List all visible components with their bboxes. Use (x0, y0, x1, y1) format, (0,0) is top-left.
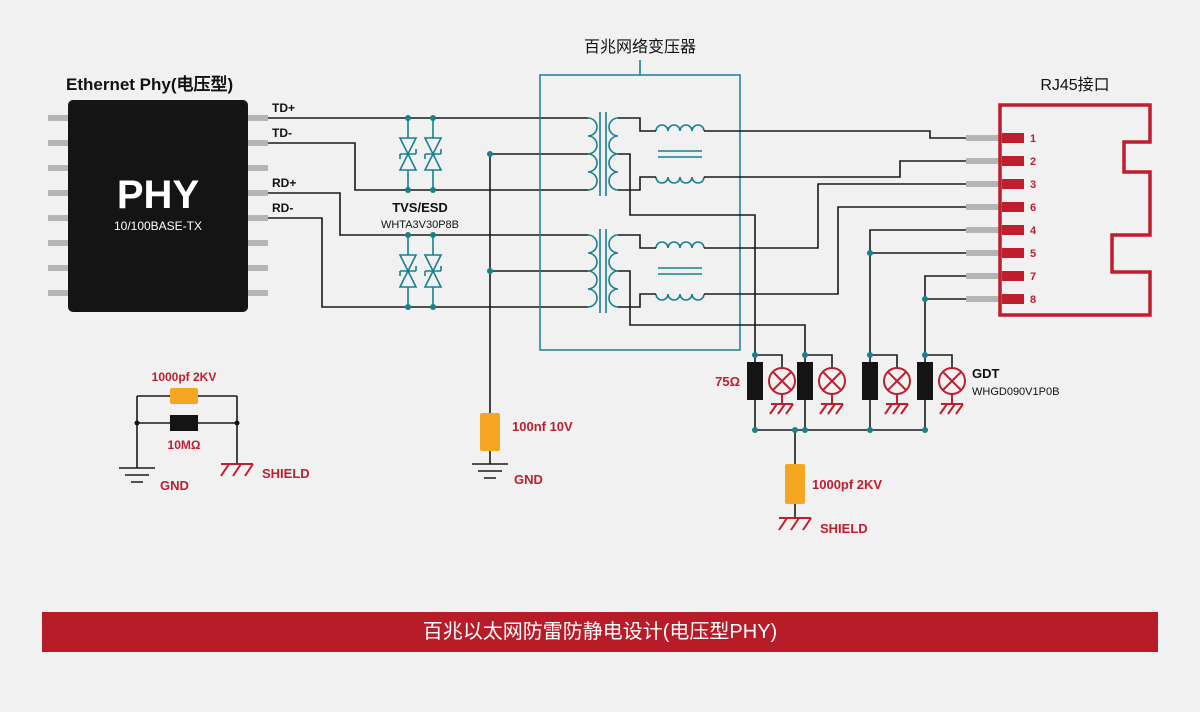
phy-chip-body (68, 100, 248, 312)
rj45-pin-number: 8 (1030, 294, 1036, 306)
junction-dots (405, 115, 928, 433)
phy-left-pins (48, 115, 68, 296)
rj45-body-outline (998, 103, 1152, 317)
gdt-symbol (883, 367, 911, 415)
signal-label-rdp: RD+ (272, 176, 296, 190)
gnd-symbol-center (472, 463, 508, 479)
capacitor-1000pf-left (170, 388, 198, 404)
resistor-75ohm (917, 362, 933, 400)
tvs-part-number: WHTA3V30P8B (381, 219, 459, 231)
title-banner: 百兆以太网防雷防静电设计(电压型PHY) (42, 612, 1158, 652)
tvs-diode-pair-rd (398, 235, 443, 307)
gnd-symbol-left (119, 467, 155, 483)
shield-symbol-right (778, 517, 812, 531)
rj45-pin-number: 3 (1030, 179, 1036, 191)
shield-label-left: SHIELD (262, 466, 310, 481)
gdt-tubes (768, 367, 966, 415)
primary-wires (268, 117, 588, 413)
gdt-symbol (768, 367, 796, 415)
gdt-part-number: WHGD090V1P0B (972, 386, 1059, 398)
transformer-label: 百兆网络变压器 (584, 37, 696, 56)
rj45-pin-number: 6 (1030, 202, 1036, 214)
tvs-diode-pair-td (398, 118, 443, 190)
tvs-label: TVS/ESD (392, 200, 448, 215)
network-transformer: 百兆网络变压器 (539, 37, 741, 351)
signal-label-tdm: TD- (272, 126, 292, 140)
secondary-wires (618, 117, 968, 355)
shield-symbol-left (220, 463, 254, 477)
rj45-pin-number: 1 (1030, 133, 1036, 145)
capacitor-100nf-label: 100nf 10V (512, 419, 573, 434)
resistor-10mohm-label: 10MΩ (168, 438, 201, 452)
transformer-rx-unit (587, 229, 705, 313)
banner-background (42, 612, 1158, 652)
capacitor-1000pf-right (785, 464, 805, 504)
gdt-label: GDT (972, 366, 1000, 381)
resistor-75ohm (747, 362, 763, 400)
resistor-10mohm (170, 415, 198, 431)
capacitor-1000pf-left-label: 1000pf 2KV (152, 370, 217, 384)
rj45-pin-contacts (1002, 133, 1024, 304)
phy-chip-type: 10/100BASE-TX (114, 219, 202, 233)
left-rc-network: 1000pf 2KV 10MΩ GND SHIELD (119, 370, 310, 493)
gnd-label-center: GND (514, 472, 543, 487)
resistor-75ohm (862, 362, 878, 400)
center-tap-capacitor: 100nf 10V GND (472, 413, 573, 487)
rj45-pin-number: 7 (1030, 271, 1036, 283)
phy-chip-name: PHY (117, 173, 200, 217)
banner-title: 百兆以太网防雷防静电设计(电压型PHY) (423, 620, 777, 643)
gdt-symbol (818, 367, 846, 415)
rj45-pin-stubs (966, 135, 1002, 302)
signal-label-tdp: TD+ (272, 101, 295, 115)
transformer-tx-unit (587, 112, 705, 196)
gnd-label-left: GND (160, 478, 189, 493)
rj45-pin-number: 4 (1030, 225, 1037, 237)
termination-resistors (747, 362, 933, 400)
shield-label-right: SHIELD (820, 521, 868, 536)
tvs-esd-array: TVS/ESD WHTA3V30P8B (381, 118, 459, 307)
rj45-pin-numbers: 1 2 3 6 4 5 7 8 (1030, 133, 1037, 306)
resistor-75ohm (797, 362, 813, 400)
rj45-pin-number: 5 (1030, 248, 1036, 260)
resistor-value-label: 75Ω (715, 374, 740, 389)
gdt-symbol (938, 367, 966, 415)
rj45-label: RJ45接口 (1040, 76, 1109, 94)
rj45-connector: RJ45接口 1 2 3 6 4 5 7 8 (966, 76, 1152, 317)
rj45-pin-number: 2 (1030, 156, 1036, 168)
termination-network: 75Ω GDT WHGD090V1P0B 1000pf 2KV SHIELD (715, 354, 1059, 536)
phy-right-pins (248, 115, 268, 296)
phy-section-label: Ethernet Phy(电压型) (66, 74, 233, 94)
capacitor-100nf (480, 413, 500, 451)
capacitor-1000pf-right-label: 1000pf 2KV (812, 477, 882, 492)
phy-section: Ethernet Phy(电压型) PHY 10/100BASE-TX TD+ … (48, 74, 296, 312)
signal-label-rdm: RD- (272, 201, 293, 215)
transformer-box (539, 74, 741, 351)
